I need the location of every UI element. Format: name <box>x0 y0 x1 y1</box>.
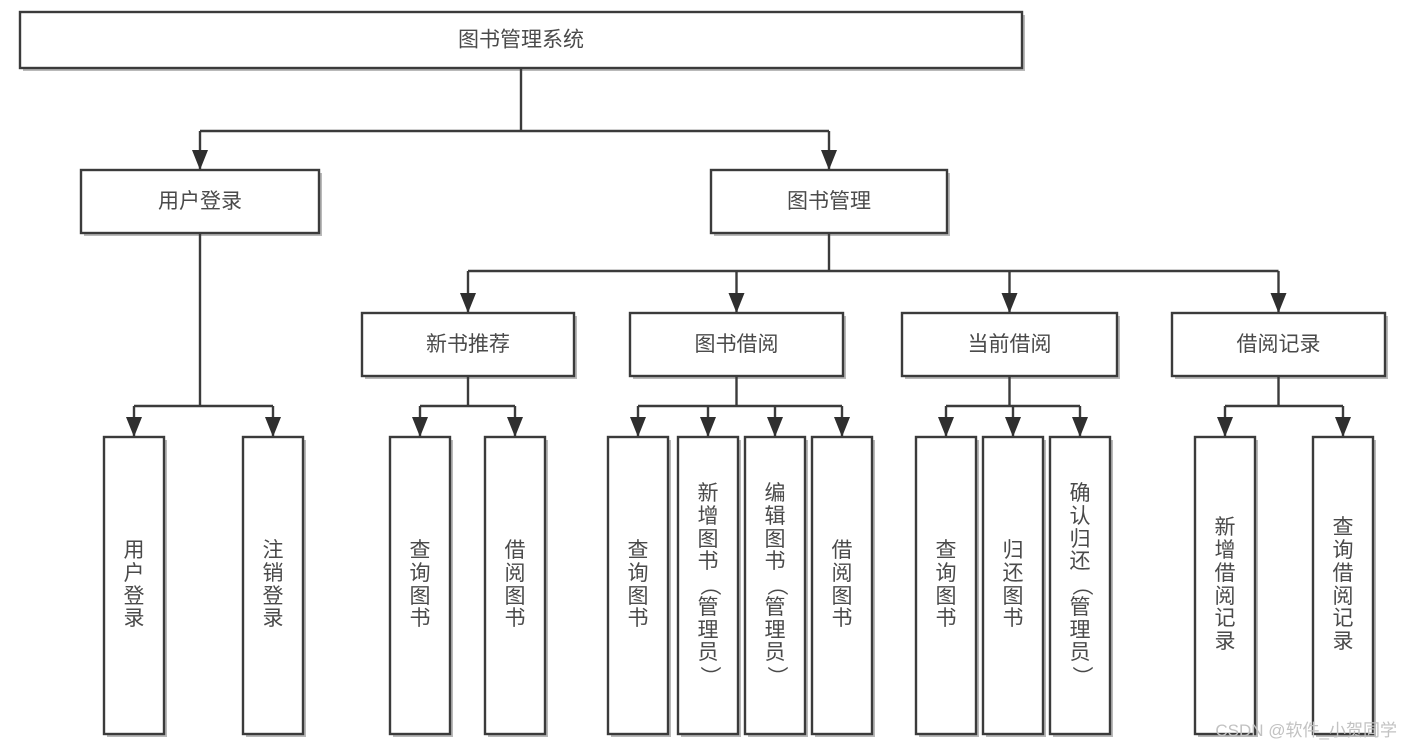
arrow-to-leaf-add-record <box>1217 417 1233 437</box>
node-book-manage-label: 图书管理 <box>787 190 871 213</box>
node-leaf-query-book-2-box[interactable] <box>606 435 671 737</box>
node-borrow-record-box[interactable] <box>1170 311 1388 379</box>
box-outline <box>900 311 1119 378</box>
node-leaf-query-record-box[interactable] <box>1311 435 1376 737</box>
arrow-to-leaf-user-login <box>126 417 142 437</box>
box-outline <box>1048 435 1112 736</box>
arrow-to-user-login <box>192 150 208 170</box>
node-new-book-rec-label: 新书推荐 <box>426 333 510 356</box>
node-leaf-logout-box[interactable] <box>241 435 306 737</box>
node-root-label: 图书管理系统 <box>458 29 584 52</box>
node-leaf-add-record-box[interactable] <box>1193 435 1258 737</box>
arrow-to-leaf-query-book-1 <box>412 417 428 437</box>
node-current-borrow-label: 当前借阅 <box>968 333 1052 356</box>
node-root-box[interactable] <box>18 10 1025 71</box>
node-new-book-rec-box[interactable] <box>360 311 577 379</box>
box-outline <box>388 435 452 736</box>
box-outline <box>102 435 166 736</box>
node-book-borrow-box[interactable] <box>628 311 846 379</box>
arrow-to-leaf-confirm-return <box>1072 417 1088 437</box>
box-outline <box>18 10 1024 70</box>
box-outline <box>1170 311 1387 378</box>
node-leaf-query-book-3-box[interactable] <box>914 435 979 737</box>
box-outline <box>914 435 978 736</box>
box-outline <box>628 311 845 378</box>
node-borrow-record-label: 借阅记录 <box>1237 333 1321 356</box>
box-outline <box>981 435 1045 736</box>
node-leaf-add-book-box[interactable] <box>676 435 741 737</box>
arrow-to-new-book-rec <box>460 293 476 313</box>
box-outline <box>606 435 670 736</box>
arrow-to-leaf-borrow-book-1 <box>507 417 523 437</box>
node-book-borrow-label: 图书借阅 <box>695 333 779 356</box>
box-outline <box>360 311 576 378</box>
arrow-to-leaf-return-book <box>1005 417 1021 437</box>
node-leaf-confirm-return-box[interactable] <box>1048 435 1113 737</box>
box-outline <box>810 435 874 736</box>
arrow-to-leaf-add-book <box>700 417 716 437</box>
box-outline <box>79 168 321 235</box>
arrow-to-leaf-query-book-3 <box>938 417 954 437</box>
arrow-to-current-borrow <box>1001 293 1018 313</box>
watermark-text: CSDN @软件_小贺同学 <box>1215 721 1397 740</box>
node-book-manage-box[interactable] <box>709 168 950 236</box>
box-outline <box>743 435 807 736</box>
node-current-borrow-box[interactable] <box>900 311 1120 379</box>
node-leaf-return-book-box[interactable] <box>981 435 1046 737</box>
node-user-login-box[interactable] <box>79 168 322 236</box>
arrow-to-leaf-logout <box>265 417 281 437</box>
box-outline <box>1193 435 1257 736</box>
node-leaf-user-login-box[interactable] <box>102 435 167 737</box>
arrow-to-book-manage <box>821 150 837 170</box>
node-leaf-borrow-book-2-box[interactable] <box>810 435 875 737</box>
arrow-to-leaf-query-book-2 <box>630 417 646 437</box>
arrow-to-borrow-record <box>1270 293 1287 313</box>
arrow-to-book-borrow <box>728 293 745 313</box>
arrow-to-leaf-edit-book <box>767 417 783 437</box>
box-outline <box>241 435 305 736</box>
box-outline <box>709 168 949 235</box>
node-leaf-query-book-1-box[interactable] <box>388 435 453 737</box>
arrow-to-leaf-borrow-book-2 <box>834 417 850 437</box>
node-leaf-borrow-book-1-box[interactable] <box>483 435 548 737</box>
arrow-to-leaf-query-record <box>1335 417 1351 437</box>
box-outline <box>483 435 547 736</box>
node-user-login-label: 用户登录 <box>158 190 242 213</box>
box-outline <box>676 435 740 736</box>
box-outline <box>1311 435 1375 736</box>
node-leaf-edit-book-box[interactable] <box>743 435 808 737</box>
